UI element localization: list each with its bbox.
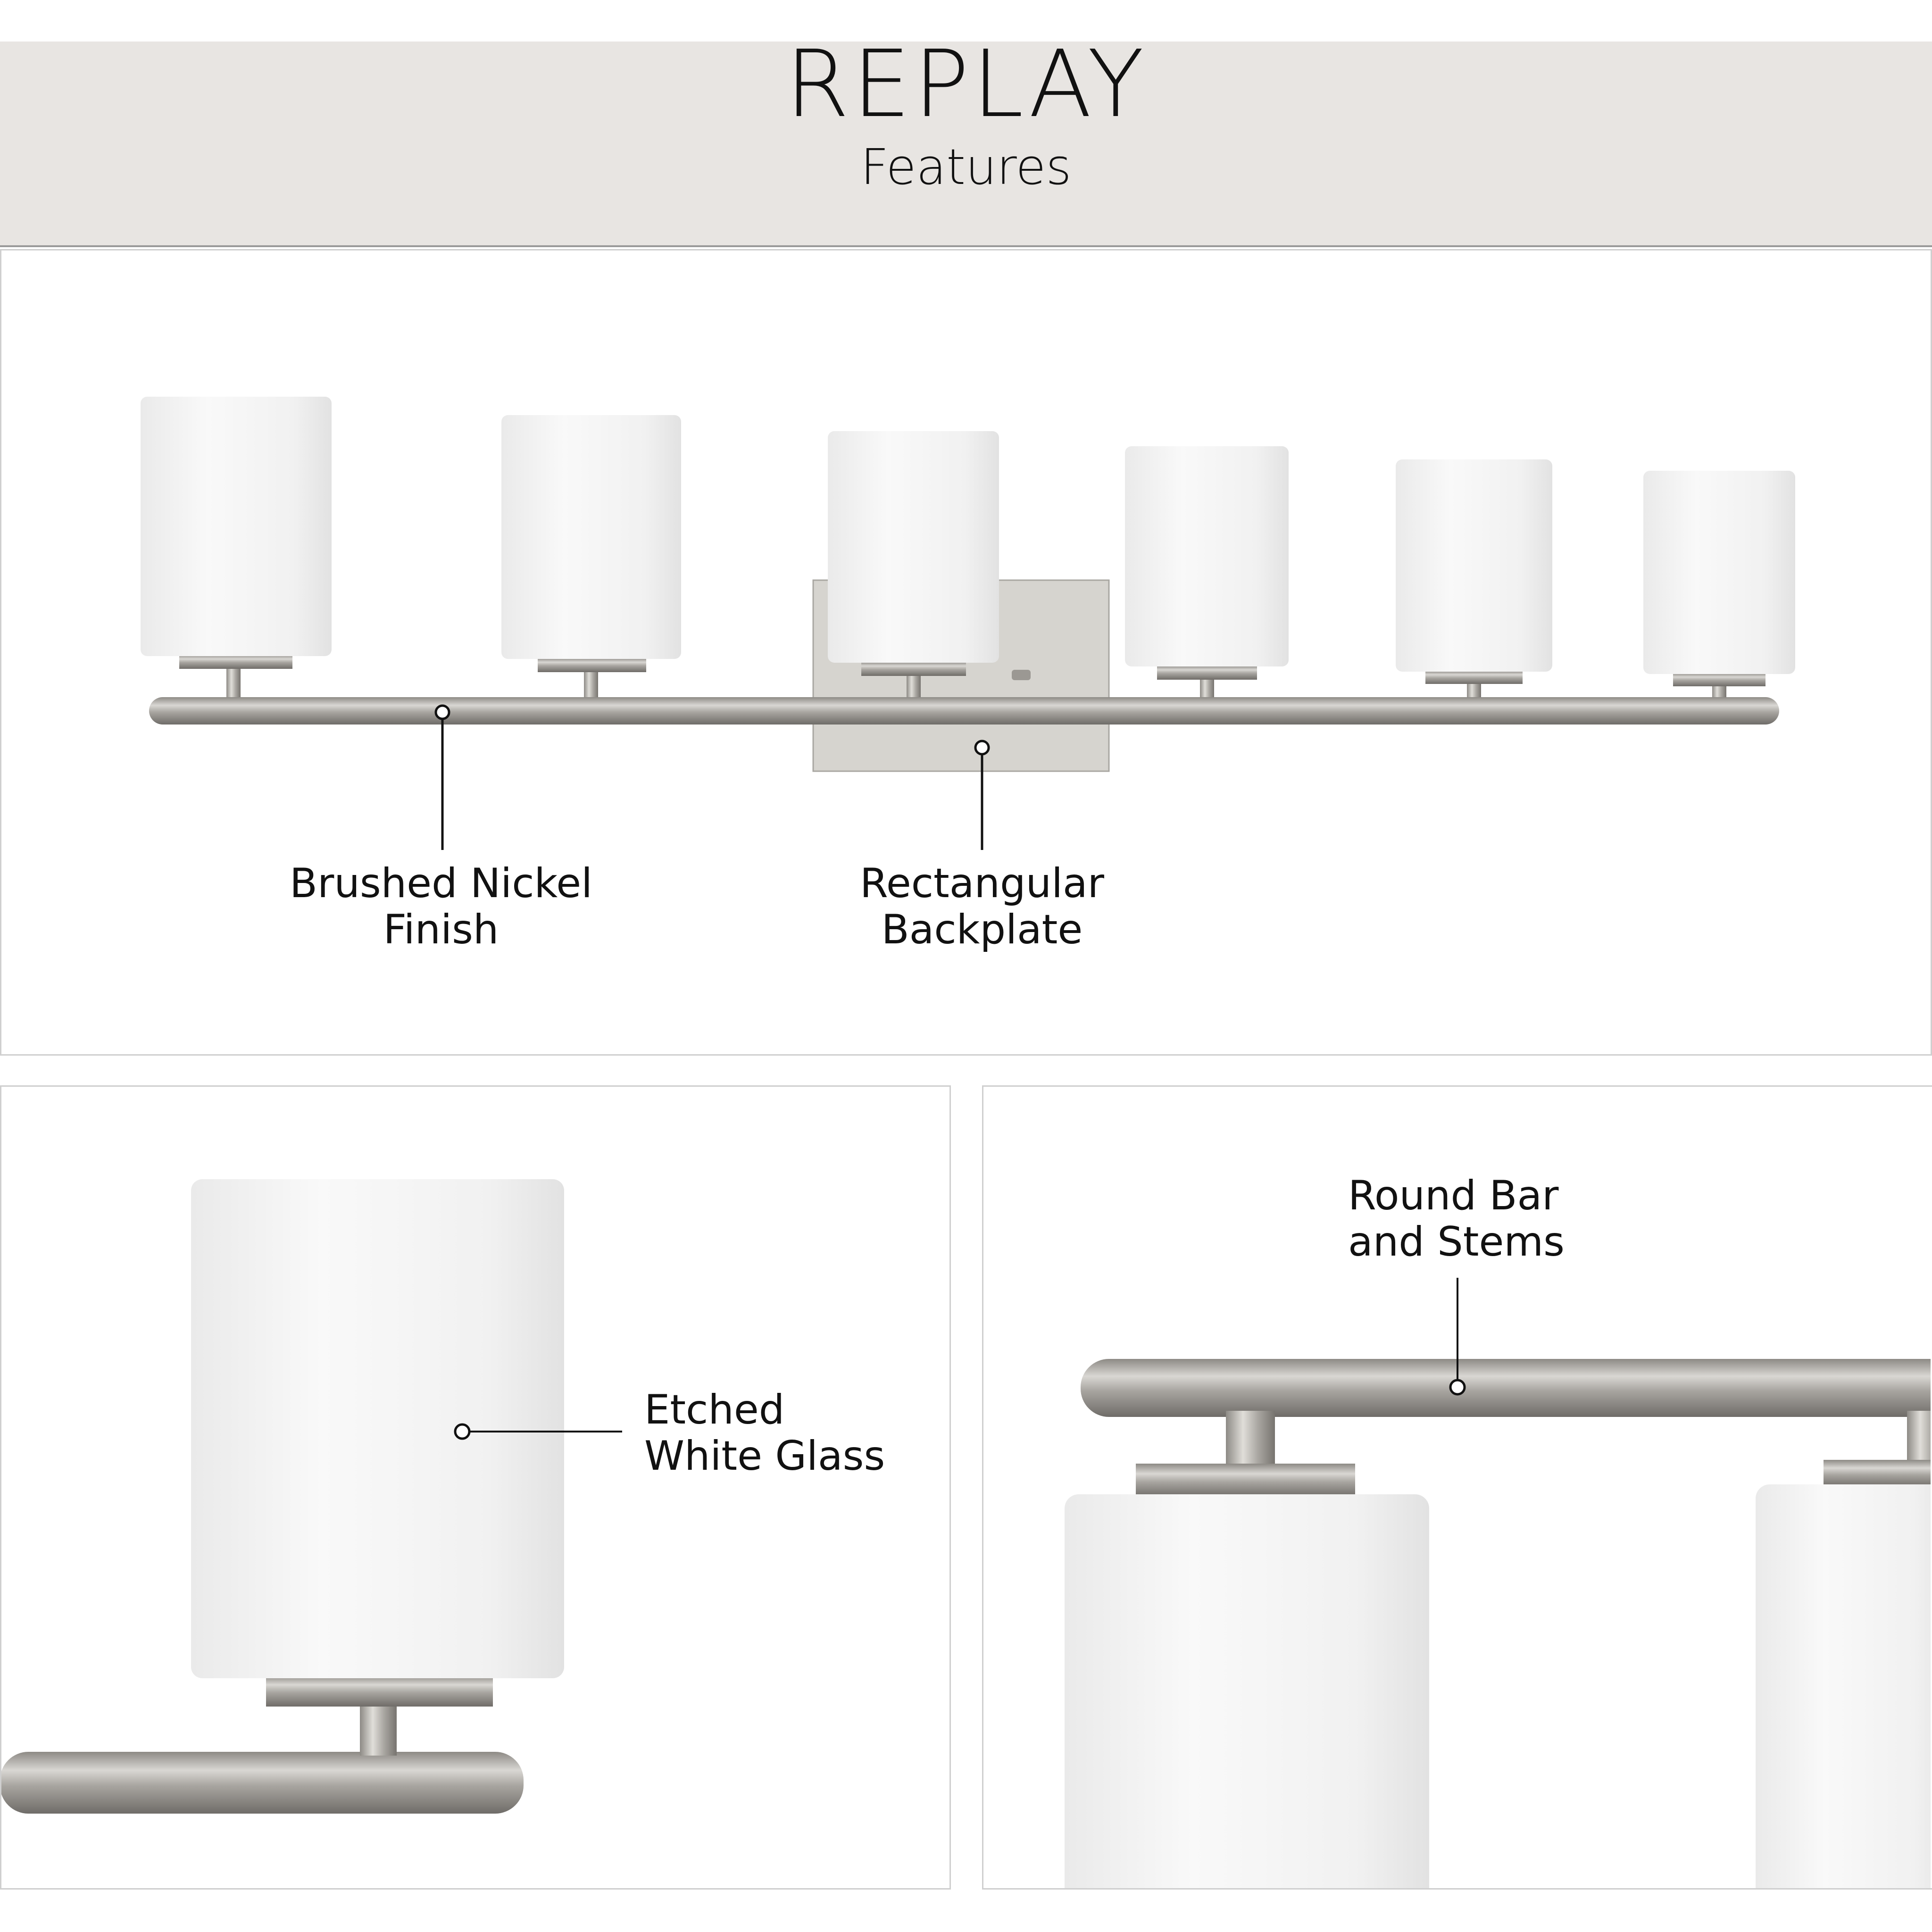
callout-brushed-nickel-finish: Brushed Nickel Finish bbox=[290, 860, 592, 953]
callout-markers bbox=[434, 704, 990, 850]
callout-line: Finish bbox=[383, 906, 499, 953]
callout-line: Round Bar bbox=[1348, 1172, 1559, 1219]
cups bbox=[179, 655, 1765, 686]
glass-detail-illustration bbox=[1, 1179, 622, 1814]
callout-round-bar-and-stems: Round Bar and Stems bbox=[1348, 1173, 1565, 1265]
callout-rectangular-backplate: Rectangular Backplate bbox=[860, 860, 1104, 953]
callout-line: Etched bbox=[644, 1386, 785, 1433]
glass-detail-panel bbox=[0, 1085, 951, 1890]
page-title: REPLAY bbox=[785, 31, 1147, 138]
overview-panel bbox=[0, 249, 1932, 1056]
callout-line: White Glass bbox=[644, 1432, 885, 1480]
callout-line: and Stems bbox=[1348, 1218, 1565, 1266]
callout-line: Backplate bbox=[881, 906, 1083, 953]
page-subtitle: Features bbox=[860, 138, 1072, 196]
callout-etched-white-glass: Etched White Glass bbox=[644, 1387, 885, 1479]
callout-line: Brushed Nickel bbox=[289, 860, 593, 907]
round-bar bbox=[149, 697, 1779, 724]
callout-line: Rectangular bbox=[859, 860, 1105, 907]
bar-detail-panel bbox=[982, 1085, 1932, 1890]
glass-shades bbox=[141, 397, 1795, 674]
bar-detail-illustration bbox=[1065, 1278, 1931, 1888]
header-band bbox=[0, 42, 1932, 247]
